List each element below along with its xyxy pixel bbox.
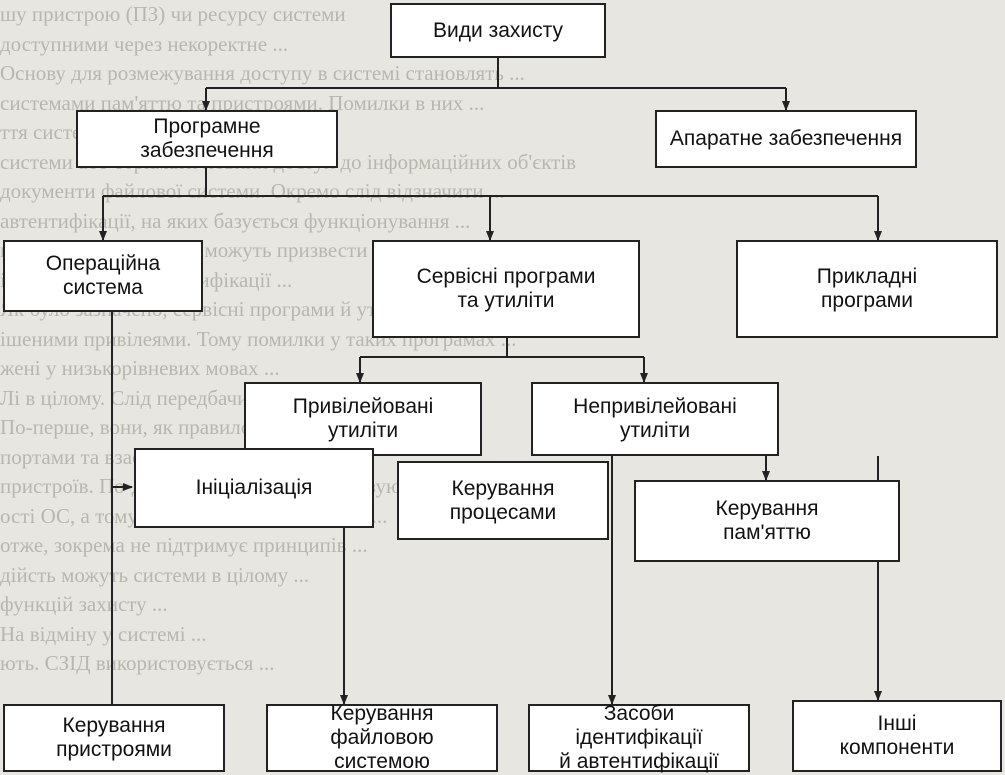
node-identification-authentication: Засоби ідентифікації й автентифікації — [528, 702, 750, 773]
node-unprivileged-utilities: Непривілейовані утиліти — [531, 382, 779, 456]
background-text-line: дійсть можуть системи в цілому ... — [0, 562, 310, 587]
node-applied: Прикладні програми — [736, 240, 998, 338]
background-text-line: Основу для розмежування доступу в систем… — [0, 61, 525, 85]
node-filesystem-management: Керування файловою системою — [266, 702, 498, 773]
node-device-management: Керування пристроями — [3, 704, 225, 772]
background-text-line: автентифікації, на яких базується функці… — [0, 208, 471, 233]
node-software: Програмне забезпечення — [76, 110, 338, 168]
background-text-line: доступними через некоректне ... — [0, 31, 289, 56]
node-memory-management: Керування пам'яттю — [634, 480, 900, 562]
node-privileged-utilities: Привілейовані утиліти — [244, 382, 482, 456]
background-text-line: Лі в цілому. Слід передбачити ... — [0, 385, 290, 410]
node-initialization: Ініціалізація — [134, 448, 374, 528]
node-process-management: Керування процесами — [397, 461, 609, 540]
background-text-line: ють. СЗІД використовується ... — [0, 651, 275, 675]
background-text-line: документи файлової системи. Окремо слід … — [0, 179, 505, 203]
node-os: Операційна система — [3, 240, 203, 312]
node-hardware: Апаратне забезпечення — [655, 110, 917, 168]
background-text-line: шу пристрою (ПЗ) чи ресурсу системи — [0, 2, 346, 26]
node-root: Види захисту — [390, 3, 606, 58]
node-other-components: Інші компоненти — [792, 700, 1002, 772]
background-text-line: отже, зокрема не підтримує принципів ... — [0, 533, 368, 557]
node-services: Сервісні програми та утиліти — [372, 240, 640, 338]
background-text-line: На відміну у системі ... — [0, 621, 207, 646]
background-text-line: функцій захисту ... — [0, 592, 168, 616]
background-text-line: жені у низькорівневих мовах ... — [0, 356, 280, 380]
